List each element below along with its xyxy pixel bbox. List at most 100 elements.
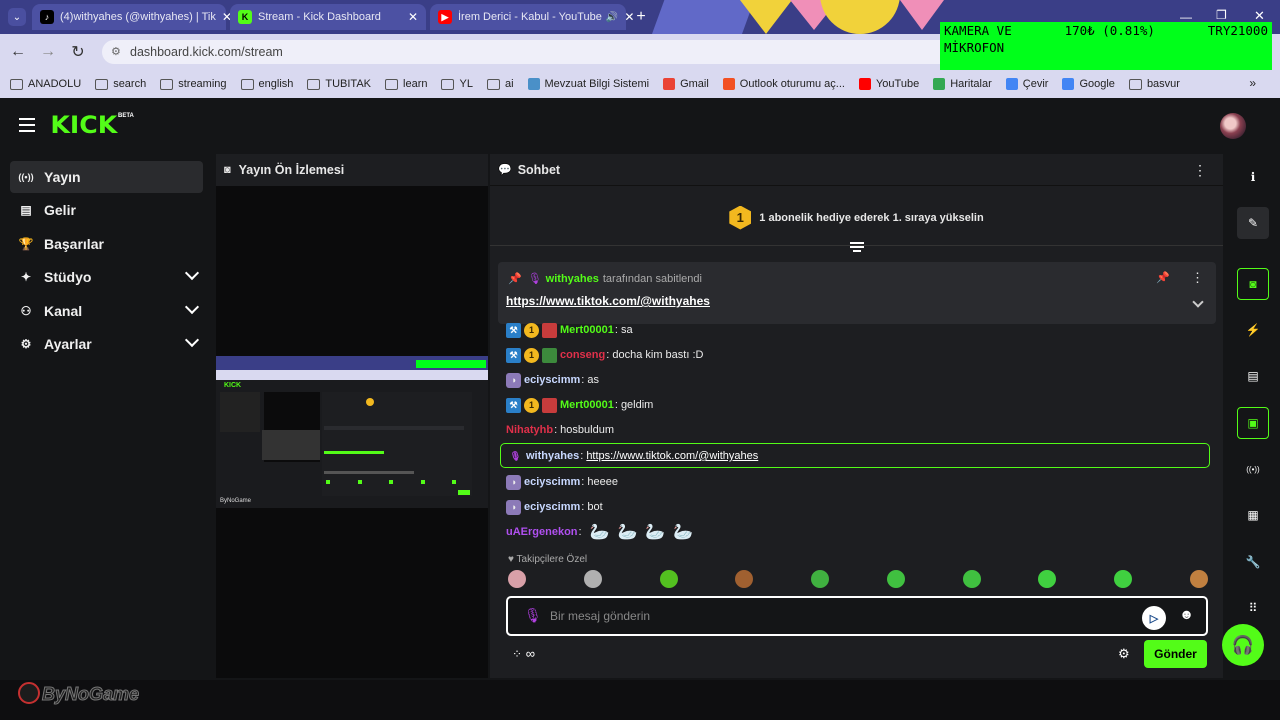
emote-icon[interactable]: [735, 570, 754, 588]
stream-preview-video[interactable]: KICK ByNoGame: [216, 356, 488, 508]
bookmark-item[interactable]: Mevzuat Bilgi Sistemi: [527, 78, 649, 90]
close-icon[interactable]: ✕: [624, 10, 635, 24]
chevron-down-icon[interactable]: [184, 332, 200, 348]
edit-icon[interactable]: ✎: [1237, 207, 1269, 239]
chat-username[interactable]: Mert00001: [560, 399, 614, 411]
bookmark-item[interactable]: basvur: [1128, 78, 1180, 90]
chat-username[interactable]: conseng: [560, 349, 606, 361]
share-dots-icon[interactable]: ⁘: [512, 647, 523, 661]
bookmark-item[interactable]: ai: [486, 78, 514, 90]
scroll-to-bottom-icon[interactable]: [850, 242, 864, 254]
browser-tab-youtube[interactable]: ▶ İrem Derici - Kabul - YouTube 🔊 ✕: [430, 4, 634, 30]
emote-icon[interactable]: [1038, 570, 1057, 588]
sidebar-item-stdyo[interactable]: ✦Stüdyo: [10, 261, 203, 293]
chat-username[interactable]: uAErgenekon: [506, 526, 578, 538]
chat-message[interactable]: ◑eciyscimm: bot: [506, 497, 603, 517]
bookmark-item[interactable]: streaming: [160, 78, 227, 90]
layout-icon[interactable]: ▦: [1247, 508, 1259, 522]
chat-settings-gear-icon[interactable]: ⚙: [1118, 646, 1130, 661]
chat-username[interactable]: withyahes: [526, 450, 580, 462]
emote-icon[interactable]: [1189, 570, 1208, 588]
window-close-icon[interactable]: ✕: [1254, 8, 1265, 23]
help-headset-icon[interactable]: 🎧: [1222, 624, 1264, 666]
pinned-link[interactable]: https://www.tiktok.com/@withyahes: [506, 294, 710, 308]
emote-icon[interactable]: [1114, 570, 1133, 588]
back-arrow-icon[interactable]: ←: [10, 43, 26, 60]
chat-input-box[interactable]: 🎙 ▷ ☻: [506, 596, 1208, 636]
kick-bot-icon[interactable]: ▷: [1142, 606, 1166, 630]
bookmark-item[interactable]: YouTube: [858, 78, 919, 90]
close-icon[interactable]: ✕: [407, 10, 418, 24]
bookmark-item[interactable]: Gmail: [663, 78, 709, 90]
bookmark-item[interactable]: Çevir: [1005, 78, 1048, 90]
browser-tab-tiktok[interactable]: ♪ (4)withyahes (@withyahes) | Tik ✕: [32, 4, 232, 30]
broadcast-icon[interactable]: ((•)): [1246, 464, 1260, 474]
chevron-down-icon[interactable]: [184, 266, 200, 281]
kick-logo[interactable]: KICK: [50, 111, 118, 139]
chat-link[interactable]: https://www.tiktok.com/@withyahes: [586, 450, 759, 462]
tab-search-button[interactable]: ⌄: [8, 8, 26, 26]
url-bar[interactable]: ⚙ dashboard.kick.com/stream: [102, 40, 962, 64]
sidebar-item-kanal[interactable]: ⚇Kanal: [10, 295, 203, 327]
emote-icon[interactable]: [886, 570, 905, 588]
bookmark-item[interactable]: Outlook oturumu aç...: [722, 78, 845, 90]
chat-message[interactable]: 🎙withyahes: https://www.tiktok.com/@with…: [508, 446, 758, 466]
close-icon[interactable]: ✕: [221, 10, 232, 24]
info-icon[interactable]: ℹ: [1250, 170, 1256, 184]
chevron-down-icon[interactable]: [184, 299, 200, 314]
bookmark-item[interactable]: english: [240, 78, 293, 90]
chat-username[interactable]: eciyscimm: [524, 501, 581, 513]
preview-icon[interactable]: ◙: [1237, 268, 1269, 300]
pinned-message[interactable]: 📌 🎙 withyahes tarafından sabitlendi http…: [498, 262, 1216, 324]
chat-extras[interactable]: ⁘ ∞: [512, 646, 535, 661]
chat-message[interactable]: uAErgenekon:🦢🦢🦢🦢: [506, 522, 693, 542]
maximize-icon[interactable]: ❐: [1216, 8, 1227, 22]
pinned-kebab-icon[interactable]: ⋮: [1191, 270, 1204, 285]
document-icon[interactable]: ▤: [1247, 369, 1259, 383]
emote-icon[interactable]: [811, 570, 830, 588]
bookmarks-overflow-icon[interactable]: »: [1249, 76, 1256, 90]
bookmark-item[interactable]: learn: [385, 78, 427, 90]
sidebar-item-gelir[interactable]: ▤Gelir: [10, 194, 203, 226]
lightning-icon[interactable]: ⚡: [1245, 323, 1261, 337]
new-tab-button[interactable]: +: [636, 8, 646, 25]
infinity-icon[interactable]: ∞: [525, 646, 535, 661]
hamburger-menu-icon[interactable]: [19, 118, 35, 132]
emoji-icon[interactable]: ☻: [1179, 606, 1194, 622]
sidebar-item-baarlar[interactable]: 🏆Başarılar: [10, 228, 203, 260]
chat-message[interactable]: Nihatyhb: hosbuldum: [506, 420, 614, 440]
bookmark-item[interactable]: YL: [441, 78, 473, 90]
chat-username[interactable]: eciyscimm: [524, 374, 581, 386]
user-avatar[interactable]: [1220, 113, 1246, 139]
emote-icon[interactable]: [962, 570, 981, 588]
emote-icon[interactable]: [659, 570, 678, 588]
sidebar-item-yayn[interactable]: ((•))Yayın: [10, 161, 203, 193]
reload-icon[interactable]: ↻: [71, 44, 85, 61]
chat-message[interactable]: ◑eciyscimm: as: [506, 370, 599, 390]
bookmark-item[interactable]: ANADOLU: [10, 78, 81, 90]
bookmark-item[interactable]: Google: [1062, 78, 1115, 90]
bookmark-item[interactable]: search: [95, 78, 146, 90]
chat-username[interactable]: Nihatyhb: [506, 424, 554, 436]
sidebar-item-ayarlar[interactable]: ⚙Ayarlar: [10, 328, 203, 360]
wrench-icon[interactable]: 🔧: [1245, 555, 1261, 569]
unpin-icon[interactable]: 📌: [1156, 272, 1170, 284]
chevron-down-icon[interactable]: [1192, 296, 1204, 308]
chat-username[interactable]: eciyscimm: [524, 476, 581, 488]
emote-icon[interactable]: [583, 570, 602, 588]
send-button[interactable]: Gönder: [1144, 640, 1207, 668]
bookmark-item[interactable]: Haritalar: [933, 78, 992, 90]
forward-arrow-icon[interactable]: →: [40, 43, 56, 60]
speaker-icon[interactable]: 🔊: [605, 11, 619, 23]
share-icon[interactable]: ⠿: [1248, 601, 1258, 615]
browser-tab-kick[interactable]: K Stream - Kick Dashboard ✕: [230, 4, 426, 30]
chat-kebab-menu-icon[interactable]: ⋮: [1193, 162, 1207, 178]
bookmark-item[interactable]: TUBITAK: [307, 78, 371, 90]
minimize-icon[interactable]: —: [1180, 10, 1192, 24]
chat-username[interactable]: Mert00001: [560, 324, 614, 336]
chat-message[interactable]: ◑eciyscimm: heeee: [506, 472, 618, 492]
chat-icon[interactable]: ▣: [1237, 407, 1269, 439]
